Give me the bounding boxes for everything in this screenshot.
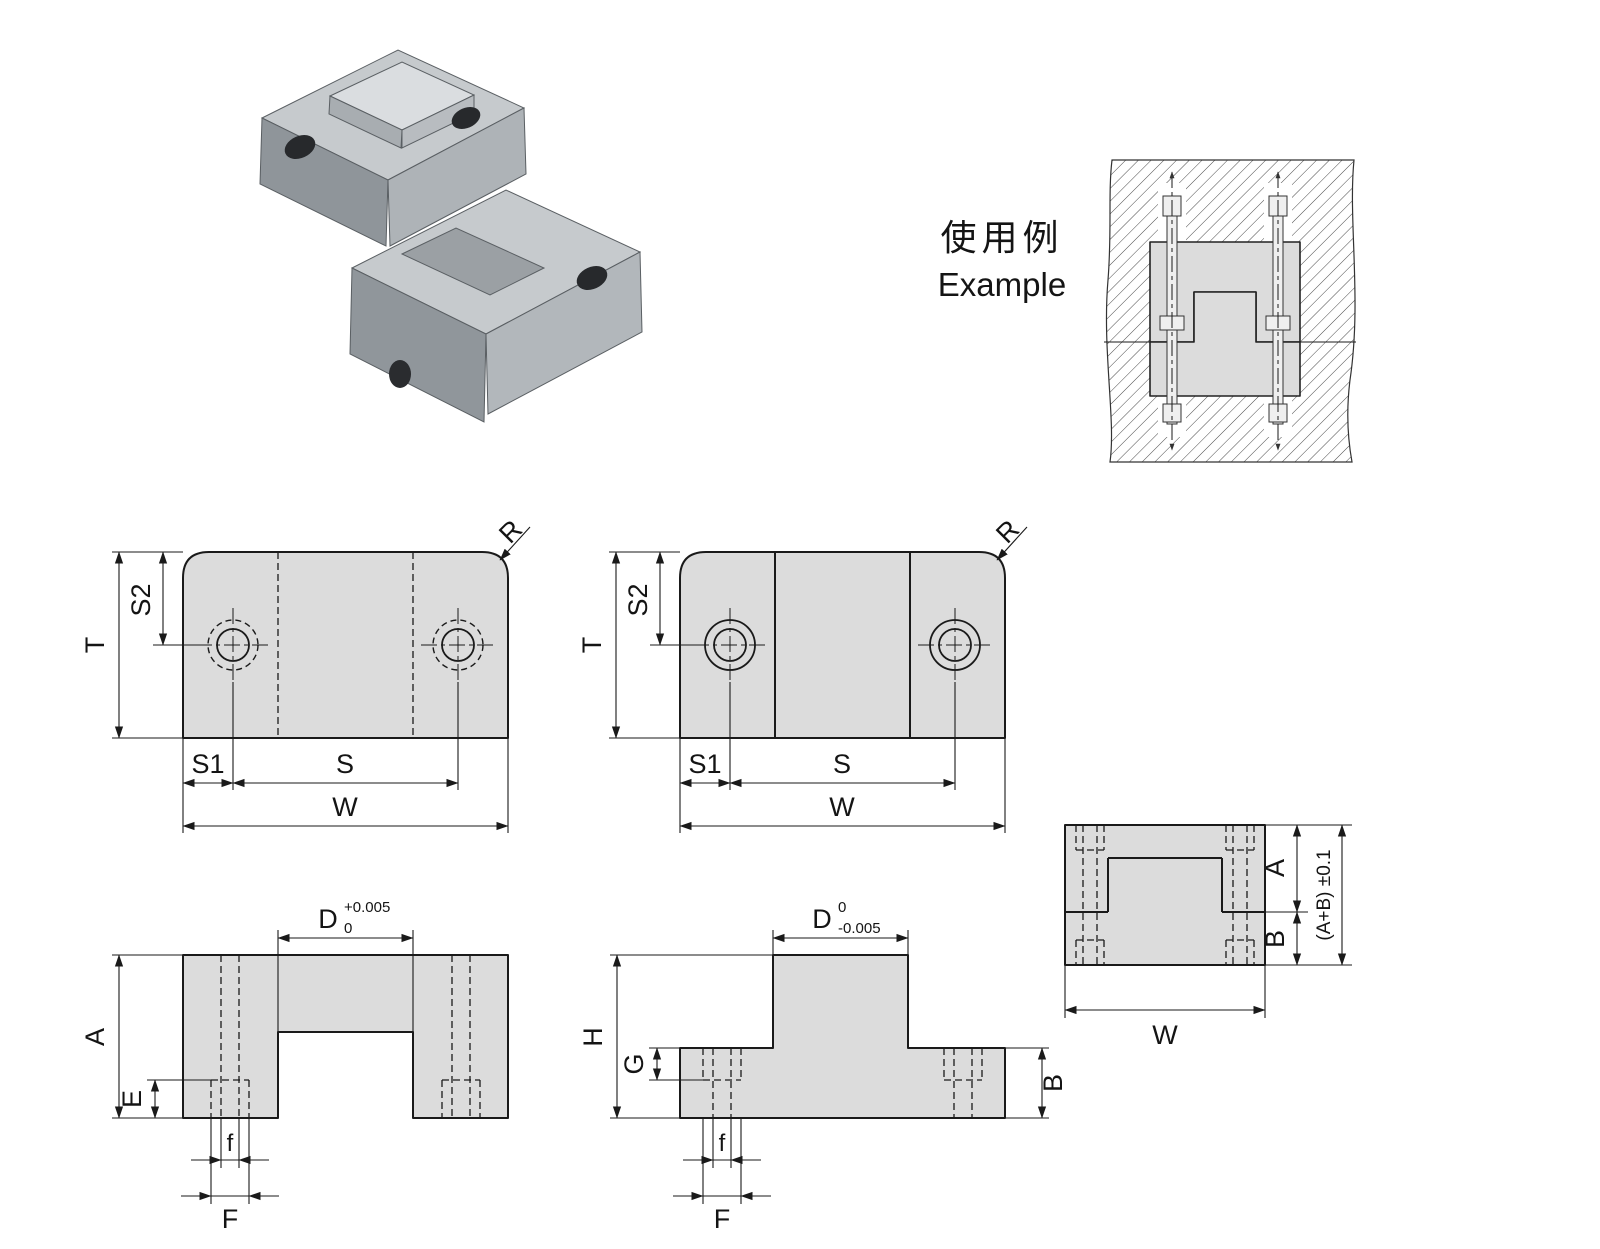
dim-E: E [117,1079,211,1119]
dim-R: R [493,514,531,561]
example-title-en: Example [938,266,1066,303]
dim-label-W: W [1152,1020,1178,1050]
dim-f: f [191,1118,269,1168]
dim-label-H: H [578,1027,608,1047]
dim-label-G: G [619,1053,649,1074]
dim-label-S1: S1 [688,749,721,779]
dim-label-B: B [1038,1074,1068,1092]
dim-label-D: D [318,904,338,934]
dim-S1-S-W: S1 S W [679,682,1006,833]
section-t-block [1149,291,1301,397]
dim-label-D-tol-lower: -0.005 [838,920,881,937]
view-top-plan-t-block: T S2 R S1 S W [577,514,1028,833]
bolt-hole [389,360,411,388]
dim-label-S1: S1 [191,749,224,779]
dim-F: F [673,1118,771,1234]
hole [693,608,767,682]
dim-label-R: R [990,514,1025,549]
hole [196,608,270,682]
dim-label-E: E [117,1090,147,1108]
dim-label-T: T [577,637,607,654]
dim-D: D +0.005 0 [277,899,414,1032]
dim-A-B-AB: A B (A+B) ±0.1 [1260,824,1352,966]
dim-label-W: W [829,792,855,822]
dim-label-AB-total: (A+B) ±0.1 [1314,849,1335,940]
dim-label-S: S [336,749,354,779]
photo-u-block [349,189,643,423]
part-outline [182,551,509,739]
dim-label-T: T [80,637,110,654]
dim-label-R: R [493,514,528,549]
view-front-t-block: D 0 -0.005 H G B f [578,899,1068,1234]
dim-label-F: F [714,1204,731,1234]
dim-F: F [181,1118,279,1234]
dim-label-F: F [222,1204,239,1234]
hole [918,608,992,682]
dim-B: B [1005,1047,1068,1119]
dim-S2: S2 [126,551,196,646]
part-outline [182,954,509,1119]
dim-W: W [1064,965,1266,1050]
example-section-diagram [1104,159,1356,463]
part-outline [1064,824,1266,966]
dim-label-D-tol-upper: 0 [838,899,846,916]
photo-t-block [259,49,527,247]
section-pin [1159,171,1185,451]
dim-A: A [80,954,183,1119]
usage-example: 使用例 Example [938,159,1356,463]
dim-label-D-tol-upper: +0.005 [344,899,390,916]
hidden-hole-right [943,1048,983,1118]
dim-label-S2: S2 [623,583,653,616]
dim-label-S2: S2 [126,583,156,616]
dim-label-S: S [833,749,851,779]
bolt-hole [576,266,608,290]
hidden-pin-left [1075,825,1105,965]
bolt-hole [284,135,316,159]
dim-S1-S-W: S1 S W [182,682,509,833]
hidden-hole-left [702,1048,742,1118]
dim-D: D 0 -0.005 [772,899,909,955]
hidden-hole-right-leg [441,955,481,1118]
dim-label-W: W [332,792,358,822]
dim-label-A: A [80,1028,110,1046]
section-pin [1265,171,1291,451]
dim-label-A: A [1260,859,1290,877]
hidden-hole-left-leg [210,955,250,1118]
dim-T: T [80,551,183,739]
dim-label-B: B [1260,930,1290,948]
dim-S2: S2 [623,551,693,646]
dim-R: R [990,514,1028,561]
dim-label-D: D [812,904,832,934]
view-front-u-block: D +0.005 0 A E f F [80,899,509,1234]
hole [421,608,495,682]
dim-label-f: f [719,1130,726,1157]
hidden-pin-right [1225,825,1255,965]
dim-label-D-tol-lower: 0 [344,920,352,937]
dim-label-f: f [227,1130,234,1157]
example-title-zh: 使用例 [940,217,1063,258]
view-top-plan-u-block: T S2 R S1 S W [80,514,531,833]
dim-f: f [683,1118,761,1168]
product-photo [259,49,643,423]
part-outline [679,551,1006,739]
dim-H: H [578,954,773,1119]
dim-T: T [577,551,680,739]
dim-G: G [619,1047,703,1081]
bolt-hole [451,107,481,129]
part-outline [679,954,1006,1119]
view-side-assembled: A B (A+B) ±0.1 W [1064,824,1352,1050]
